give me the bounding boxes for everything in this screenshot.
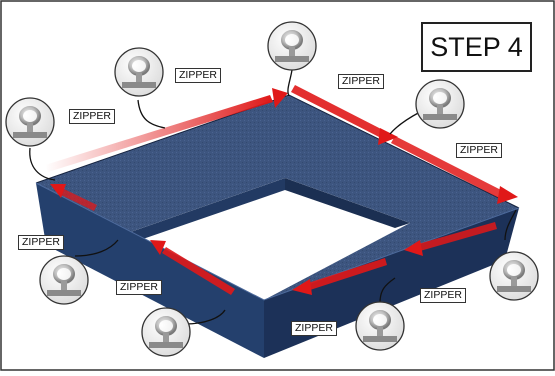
arrow-far-left (50, 184, 97, 211)
zipper-label: ZIPPER (456, 143, 502, 158)
zipper-arrows (45, 85, 518, 295)
frame-top-surface (36, 95, 519, 300)
arrow-right-to-left (404, 222, 497, 256)
zipper-label: ZIPPER (69, 109, 115, 124)
eyebolt-icon (415, 79, 465, 129)
eyebolt-circles (5, 21, 539, 357)
leader-lines (29, 69, 517, 325)
arrow-top-right-upper (291, 85, 398, 145)
zipper-label: ZIPPER (420, 288, 466, 303)
frame-inner-wall-back-left (122, 178, 285, 240)
step-title: STEP 4 (421, 22, 532, 72)
eyebolt-icon (355, 301, 405, 351)
frame-top-highlight (36, 95, 519, 300)
zipper-label: ZIPPER (338, 74, 384, 89)
eyebolt-icon (267, 21, 317, 71)
arrow-bottom-left (150, 240, 235, 295)
eyebolt-icon (5, 97, 55, 147)
zipper-label: ZIPPER (291, 321, 337, 336)
zipper-label: ZIPPER (18, 235, 64, 250)
arrow-right-lower (391, 136, 518, 204)
arrow-bottom-center (292, 258, 387, 295)
eyebolt-icon (39, 255, 89, 305)
eyebolt-icon (141, 307, 191, 357)
zipper-label: ZIPPER (175, 68, 221, 83)
frame-side-right (264, 208, 519, 358)
frame-edge-front (35, 182, 520, 301)
frame-side-left (36, 183, 264, 358)
eyebolt-icon (489, 251, 539, 301)
arrow-top-left-upper (45, 88, 288, 172)
frame-inner-wall-back-right (285, 178, 410, 228)
frame-inner-opening (122, 178, 410, 300)
zipper-label: ZIPPER (116, 280, 162, 295)
eyebolt-icon (114, 47, 164, 97)
